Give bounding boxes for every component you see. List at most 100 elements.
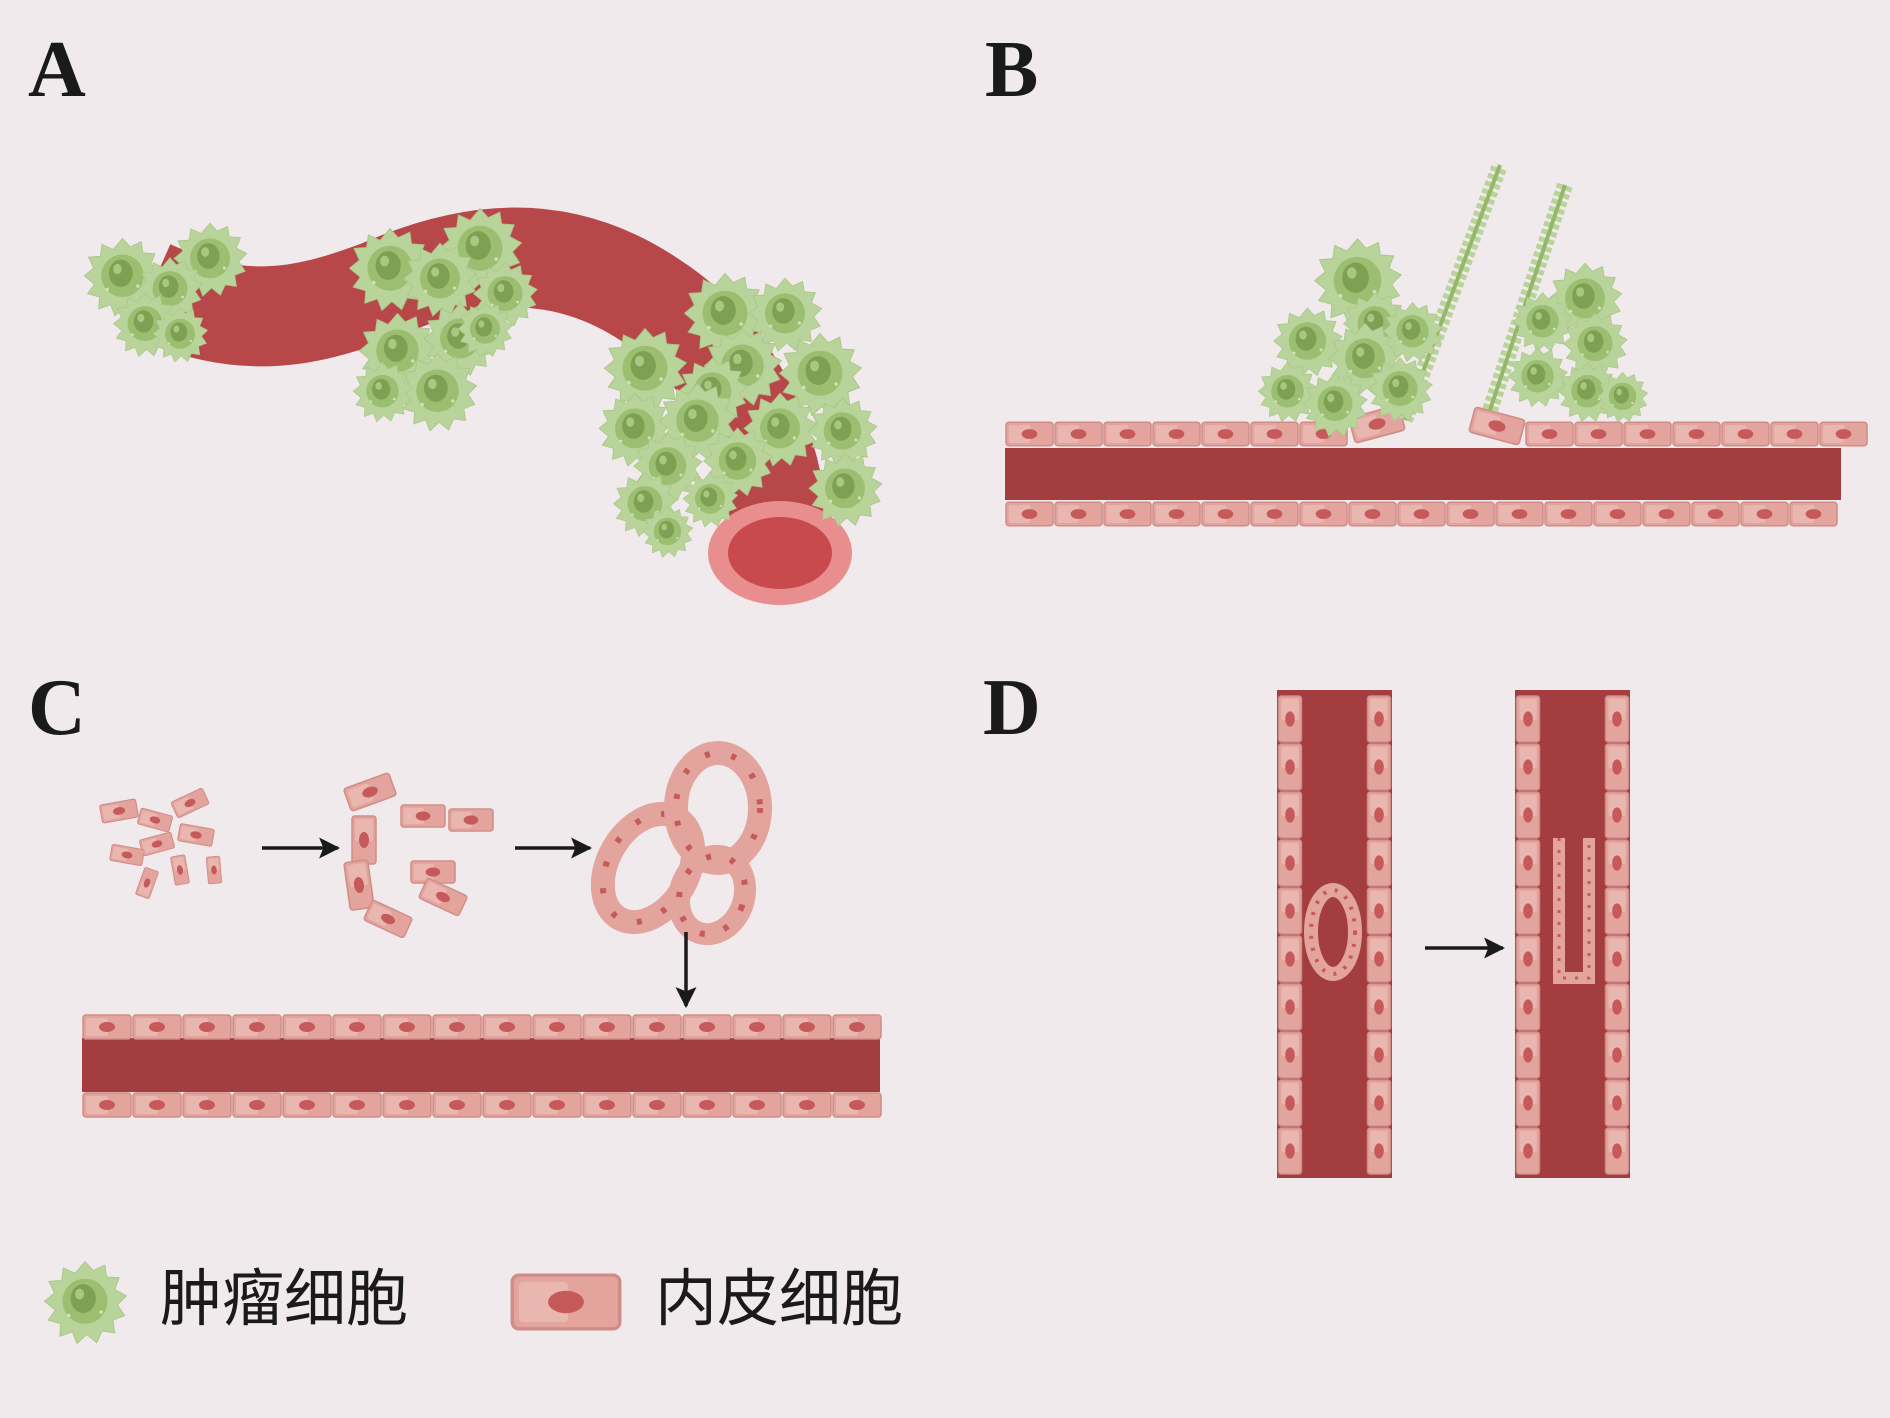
- vessel-c-lumen: [82, 1038, 880, 1092]
- endothelial-cell: [1366, 1031, 1392, 1079]
- endothelial-cell: [482, 1092, 532, 1118]
- tumor-cell-icon: [44, 1261, 127, 1344]
- endothelial-cell: [1201, 421, 1250, 447]
- endothelial-cell: [1604, 983, 1630, 1031]
- endothelial-cell: [1366, 1079, 1392, 1127]
- endothelial-cell: [532, 1014, 582, 1040]
- endothelial-cell: [182, 1014, 232, 1040]
- endothelial-cell: [1277, 695, 1303, 743]
- endothelial-cell: [1250, 501, 1299, 527]
- panel-label-c: C: [28, 664, 86, 752]
- endothelial-cell: [432, 1092, 482, 1118]
- endothelial-cell: [1604, 1127, 1630, 1175]
- endothelial-cell: [1348, 501, 1397, 527]
- endothelial-cell: [1277, 983, 1303, 1031]
- endothelial-cell: [1525, 421, 1574, 447]
- endothelial-cell: [1515, 983, 1541, 1031]
- endothelial-cell: [1366, 887, 1392, 935]
- vessel-b-lumen: [1005, 448, 1841, 500]
- endothelial-cell: [1366, 743, 1392, 791]
- endothelial-cell: [382, 1014, 432, 1040]
- endothelial-cell: [1366, 695, 1392, 743]
- endothelial-cell: [782, 1092, 832, 1118]
- vessel-b-bottom-wall: [1005, 501, 1838, 527]
- endothelial-cell: [1770, 421, 1819, 447]
- endothelial-cell: [1574, 421, 1623, 447]
- endothelial-cell: [1642, 501, 1691, 527]
- endothelial-cell: [1515, 1031, 1541, 1079]
- endothelial-cell: [1789, 501, 1838, 527]
- endothelial-cell: [682, 1092, 732, 1118]
- endothelial-cell: [1604, 695, 1630, 743]
- panel-label-b: B: [985, 26, 1039, 114]
- endothelial-cell: [1515, 743, 1541, 791]
- vessel-c-top-wall: [82, 1014, 882, 1040]
- panel-b: [1005, 162, 1868, 527]
- endothelial-cell: [532, 1092, 582, 1118]
- endothelial-cell: [1604, 887, 1630, 935]
- endothelial-cell: [582, 1092, 632, 1118]
- endothelial-cell: [1819, 421, 1868, 447]
- endothelial-cell: [1604, 1079, 1630, 1127]
- endothelial-cell: [1604, 791, 1630, 839]
- endothelial-cell: [1366, 935, 1392, 983]
- panel-d: [1277, 690, 1630, 1178]
- vessel-split-septum: [1553, 838, 1595, 984]
- endothelial-cell: [332, 1014, 382, 1040]
- endothelial-cell: [132, 1014, 182, 1040]
- endothelial-ring: [667, 844, 757, 946]
- endothelial-cell: [1515, 935, 1541, 983]
- endothelial-cell: [132, 1092, 182, 1118]
- endothelial-cell: [1446, 501, 1495, 527]
- legend-label-endothelial-cell: 内皮细胞: [655, 1262, 904, 1335]
- endothelial-cell: [1277, 1079, 1303, 1127]
- endothelial-cell: [1515, 1127, 1541, 1175]
- endothelial-cell: [82, 1014, 132, 1040]
- endothelial-cell: [1103, 421, 1152, 447]
- assembling-endothelial-cells: [342, 771, 494, 940]
- endothelial-cell: [1277, 1031, 1303, 1079]
- endothelial-cell: [282, 1014, 332, 1040]
- endothelial-cell: [1515, 791, 1541, 839]
- endothelial-cell: [1201, 501, 1250, 527]
- endothelial-cell: [682, 1014, 732, 1040]
- panel-label-a: A: [28, 26, 86, 114]
- endothelial-cell: [1515, 1079, 1541, 1127]
- endothelial-cell: [1005, 501, 1054, 527]
- endothelial-cell: [1593, 501, 1642, 527]
- endothelial-cell: [182, 1092, 232, 1118]
- endothelial-cell: [1277, 1127, 1303, 1175]
- endothelial-cell: [1604, 743, 1630, 791]
- endothelial-cell: [482, 1014, 532, 1040]
- endothelial-cell: [782, 1014, 832, 1040]
- endothelial-cell: [1740, 501, 1789, 527]
- legend-label-tumor-cell: 肿瘤细胞: [160, 1262, 409, 1335]
- panel-c: [82, 741, 882, 1118]
- endothelial-cell: [382, 1092, 432, 1118]
- endothelial-cell: [1277, 887, 1303, 935]
- endothelial-cell: [1623, 421, 1672, 447]
- tumor-cluster-b-left: [1257, 238, 1443, 437]
- endothelial-cell: [1544, 501, 1593, 527]
- endothelial-cell: [732, 1092, 782, 1118]
- endothelial-cell: [1604, 839, 1630, 887]
- endothelial-cell: [1691, 501, 1740, 527]
- endothelial-cell: [1515, 839, 1541, 887]
- endothelial-cell: [1152, 421, 1201, 447]
- endothelial-cell: [1366, 791, 1392, 839]
- endothelial-cell: [1515, 695, 1541, 743]
- endothelial-cell: [1103, 501, 1152, 527]
- endothelial-cell: [1495, 501, 1544, 527]
- endothelial-cell: [1277, 935, 1303, 983]
- endothelial-cell: [82, 1092, 132, 1118]
- endothelial-cell-icon: [510, 1273, 622, 1331]
- endothelial-cell: [1604, 1031, 1630, 1079]
- panel-label-d: D: [983, 664, 1041, 752]
- endothelial-cell: [332, 1092, 382, 1118]
- endothelial-cell: [282, 1092, 332, 1118]
- endothelial-cell: [1054, 421, 1103, 447]
- endothelial-cell: [1397, 501, 1446, 527]
- vessel-c-bottom-wall: [82, 1092, 882, 1118]
- endothelial-cell: [832, 1092, 882, 1118]
